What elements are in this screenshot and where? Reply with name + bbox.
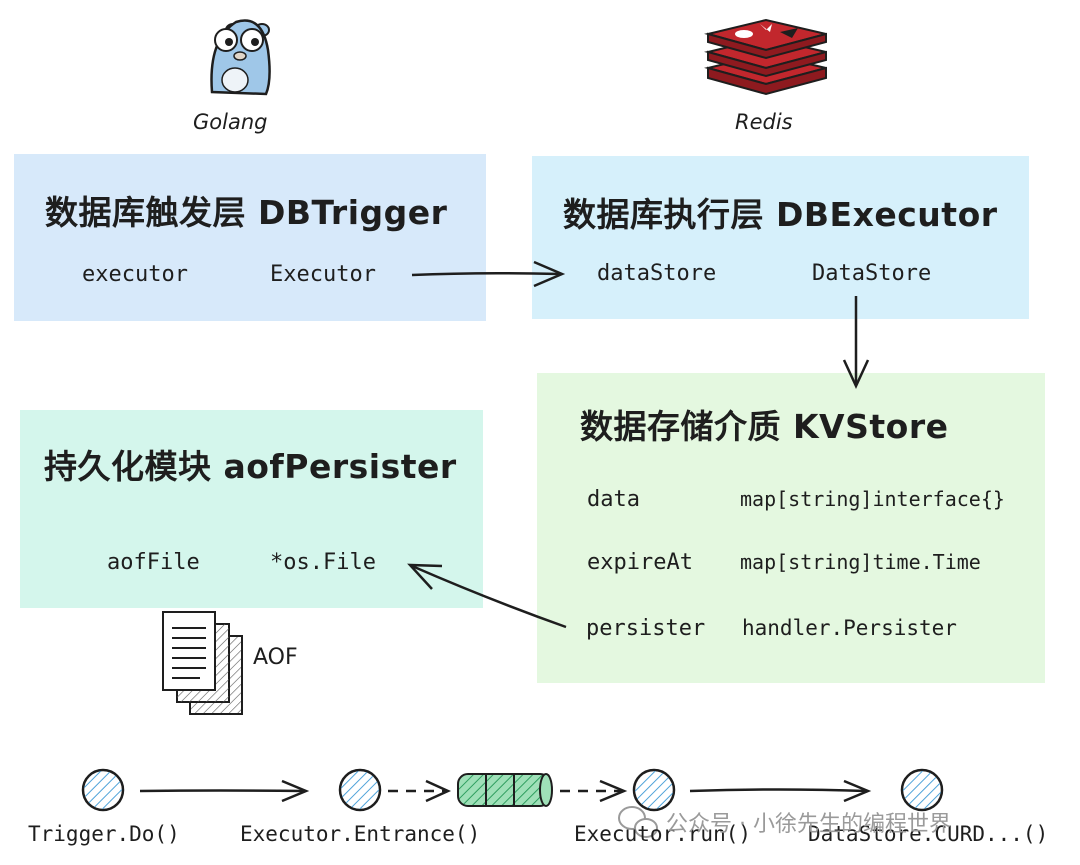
- arrow-executor-to-kvstore: [842, 296, 870, 389]
- flow-arrow-2-dashed: [388, 779, 452, 803]
- arrow-trigger-to-executor: [411, 260, 566, 288]
- kvstore-field-expireat-type: map[string]time.Time: [740, 550, 981, 574]
- aofpersister-field-type: *os.File: [270, 550, 376, 575]
- flow-label-datastore: DataStore.CURD...(): [808, 822, 1049, 846]
- flow-arrow-4: [689, 779, 872, 803]
- gopher-icon: [210, 19, 271, 96]
- aofpersister-field-name: aofFile: [107, 550, 200, 575]
- kvstore-field-data-type: map[string]interface{}: [740, 487, 1005, 511]
- flow-label-trigger: Trigger.Do(): [28, 822, 180, 846]
- queue-icon: [457, 773, 553, 807]
- dbexecutor-field-name: dataStore: [597, 261, 717, 286]
- dbtrigger-field-type: Executor: [270, 262, 376, 287]
- flow-arrow-3-dashed: [560, 779, 628, 803]
- flow-label-entrance: Executor.Entrance(): [240, 822, 481, 846]
- arrow-kvstore-to-persister: [407, 563, 567, 629]
- aofpersister-box: [20, 410, 483, 608]
- flow-node-datastore: [900, 768, 944, 812]
- dbtrigger-box: [14, 154, 486, 321]
- kvstore-box: [537, 373, 1045, 683]
- kvstore-title: 数据存储介质 KVStore: [580, 407, 949, 446]
- redis-icon: [704, 18, 827, 96]
- flow-arrow-1: [139, 779, 310, 803]
- kvstore-field-data-name: data: [587, 487, 640, 512]
- kvstore-field-expireat-name: expireAt: [587, 550, 693, 575]
- dbexecutor-field-type: DataStore: [812, 261, 932, 286]
- dbexecutor-box: [532, 156, 1029, 319]
- flow-label-run: Executor.run(): [574, 822, 752, 846]
- kvstore-field-persister-type: handler.Persister: [742, 616, 957, 640]
- flow-node-trigger: [81, 768, 125, 812]
- aof-files-icon: [162, 611, 243, 715]
- flow-node-run: [632, 768, 676, 812]
- dbtrigger-field-name: executor: [82, 262, 188, 287]
- golang-label: Golang: [193, 110, 268, 134]
- aof-label: AOF: [253, 645, 298, 670]
- dbexecutor-title: 数据库执行层 DBExecutor: [563, 195, 998, 234]
- flow-node-entrance: [338, 768, 382, 812]
- aofpersister-title: 持久化模块 aofPersister: [44, 447, 457, 486]
- kvstore-field-persister-name: persister: [586, 616, 706, 641]
- watermark: 公众号 · 小徐先生的编程世界: [666, 812, 951, 837]
- wechat-icon: [618, 806, 658, 838]
- redis-label: Redis: [735, 110, 793, 134]
- dbtrigger-title: 数据库触发层 DBTrigger: [45, 193, 448, 232]
